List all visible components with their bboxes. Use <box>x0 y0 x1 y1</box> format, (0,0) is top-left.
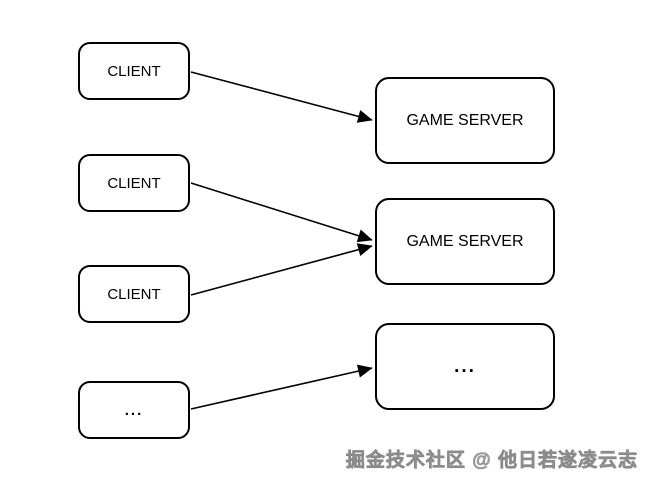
node-client-3-label: CLIENT <box>107 285 161 303</box>
node-client-2-label: CLIENT <box>107 174 161 192</box>
node-client-ellipsis: ... <box>78 381 190 439</box>
node-client-ellipsis-label: ... <box>124 401 144 419</box>
node-client-1: CLIENT <box>78 42 190 100</box>
node-server-ellipsis-label: ... <box>454 355 476 377</box>
arrow-client2-to-server2 <box>190 182 373 243</box>
arrow-ellipsis-to-ellipsis <box>190 364 373 410</box>
node-game-server-2: GAME SERVER <box>375 198 555 285</box>
node-game-server-2-label: GAME SERVER <box>406 232 524 250</box>
watermark-text: 掘金技术社区 @ 他日若遂凌云志 <box>345 450 638 472</box>
node-server-ellipsis: ... <box>375 323 555 410</box>
arrow-client1-to-server1 <box>190 71 373 123</box>
node-game-server-1: GAME SERVER <box>375 77 555 164</box>
node-game-server-1-label: GAME SERVER <box>406 111 524 129</box>
node-client-1-label: CLIENT <box>107 62 161 80</box>
arrow-client3-to-server2 <box>190 243 373 296</box>
node-client-3: CLIENT <box>78 265 190 323</box>
node-client-2: CLIENT <box>78 154 190 212</box>
